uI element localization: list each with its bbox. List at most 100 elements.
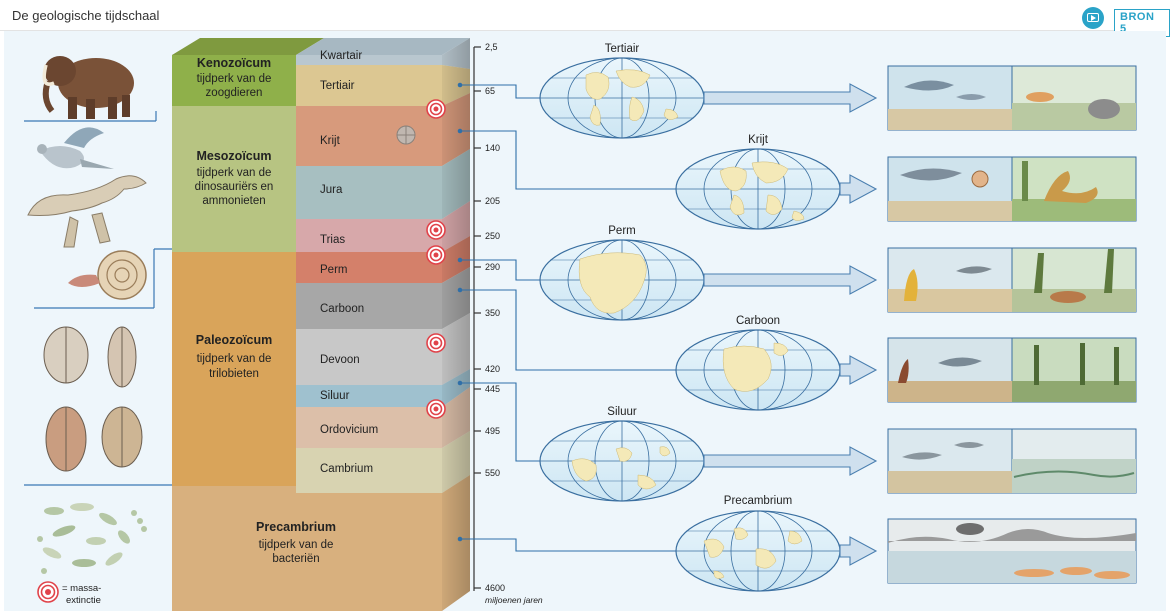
period-carboon-band	[296, 283, 442, 329]
period-label-carboon: Carboon	[320, 303, 364, 315]
extinction-icon	[426, 99, 446, 119]
era-name-paleozoicum: Paleozoïcum	[196, 333, 272, 347]
extinction-icon	[426, 333, 446, 353]
meteorite-icon	[396, 125, 416, 145]
tick-label: 350	[485, 308, 500, 318]
arrow-perm	[703, 265, 878, 295]
period-label-krijt: Krijt	[320, 135, 341, 147]
tick-label: 445	[485, 384, 500, 394]
extinction-legend: = massa- extinctie	[37, 581, 101, 606]
scene-tertiair	[887, 65, 1137, 131]
connector-precambrium	[457, 536, 676, 552]
trilobite-illustrations	[43, 326, 143, 472]
globe-siluur: Siluur	[539, 406, 705, 502]
connector-krijt	[457, 128, 676, 190]
era-desc-mesozoicum-2: dinosauriërs en	[195, 181, 274, 193]
period-siluur-band	[296, 385, 442, 407]
connector-tertiair	[457, 82, 540, 99]
era-paleozoicum-band	[172, 252, 296, 486]
scene-precambrium	[887, 518, 1137, 584]
era-desc-precambrium-1: tijdperk van de	[259, 539, 334, 551]
period-label-devoon: Devoon	[320, 354, 360, 366]
connector-carboon	[457, 287, 676, 371]
video-icon	[1087, 13, 1099, 22]
mammoth-illustration	[42, 56, 134, 119]
period-devoon-band	[296, 329, 442, 385]
time-axis-unit: miljoenen jaren	[485, 595, 543, 605]
video-button[interactable]	[1082, 7, 1104, 29]
legend-text-2: extinctie	[66, 595, 101, 606]
timescale-diagram: = massa- extinctie	[24, 38, 1137, 611]
era-desc-precambrium-2: bacteriën	[272, 553, 319, 565]
arrow-tertiair	[703, 83, 878, 113]
era-name-kenozoicum: Kenozoïcum	[197, 56, 271, 70]
period-label-ordovicium: Ordovicium	[320, 424, 378, 436]
connector-siluur	[457, 380, 540, 462]
extinction-icon	[426, 245, 446, 265]
era-desc-kenozoicum-1: tijdperk van de	[197, 73, 272, 85]
extinction-icon	[426, 220, 446, 240]
globe-perm: Perm	[539, 225, 705, 321]
period-perm-band	[296, 252, 442, 283]
arrows	[703, 83, 878, 566]
tick-label: 205	[485, 196, 500, 206]
period-cambrium-band	[296, 448, 442, 493]
tick-label: 290	[485, 262, 500, 272]
tick-label: 420	[485, 364, 500, 374]
map-label-perm: Perm	[608, 225, 635, 237]
arrow-siluur	[703, 446, 878, 476]
map-label-krijt: Krijt	[748, 134, 769, 146]
period-label-tertiair: Tertiair	[320, 80, 355, 92]
time-axis: 2,5 65 140 205 250 290 350 420 445 495 5…	[473, 42, 543, 605]
arrow-carboon	[839, 355, 878, 385]
legend-text-1: = massa-	[62, 583, 101, 594]
period-column-top	[296, 38, 470, 55]
tick-label: 495	[485, 426, 500, 436]
globe-precambrium: Precambrium	[675, 495, 841, 592]
era-desc-kenozoicum-2: zoogdieren	[206, 87, 263, 99]
era-desc-mesozoicum-1: tijdperk van de	[197, 167, 272, 179]
period-label-kwartair: Kwartair	[320, 50, 362, 62]
period-precambrium-band	[296, 493, 442, 611]
connector-lines	[457, 82, 676, 552]
period-kwartair-band	[296, 55, 442, 65]
bird-dinosaur-illustration	[37, 127, 114, 169]
period-jura-band	[296, 166, 442, 219]
tick-label: 2,5	[485, 42, 498, 52]
arrow-krijt	[839, 174, 878, 204]
animal-illustrations	[24, 56, 172, 574]
tick-label: 550	[485, 468, 500, 478]
era-precambrium-band	[172, 486, 296, 611]
period-label-jura: Jura	[320, 184, 343, 196]
scene-krijt	[887, 156, 1137, 222]
era-name-mesozoicum: Mesozoïcum	[196, 149, 271, 163]
tick-label: 65	[485, 86, 495, 96]
globe-carboon: Carboon	[675, 315, 841, 411]
period-tertiair-band	[296, 65, 442, 106]
era-kenozoicum-band	[172, 55, 296, 106]
tick-label: 250	[485, 231, 500, 241]
era-name-precambrium: Precambrium	[256, 520, 336, 534]
title-bar: De geologische tijdschaal BRON 5	[0, 0, 1170, 37]
t-rex-illustration	[27, 175, 147, 248]
connector-perm	[457, 257, 540, 281]
globe-krijt: Krijt	[675, 134, 841, 230]
period-trias-band	[296, 219, 442, 252]
era-desc-mesozoicum-3: ammonieten	[202, 195, 265, 207]
period-krijt-band	[296, 106, 442, 166]
globe-tertiair: Tertiair	[539, 43, 705, 139]
column-side-face	[442, 38, 470, 611]
era-column-top	[172, 38, 324, 55]
tick-label: 4600	[485, 583, 505, 593]
scene-siluur	[887, 428, 1137, 494]
period-label-cambrium: Cambrium	[320, 463, 373, 475]
map-label-carboon: Carboon	[736, 315, 780, 327]
extinction-icon	[37, 581, 59, 603]
map-label-siluur: Siluur	[607, 406, 637, 418]
era-desc-paleozoicum-1: tijdperk van de	[197, 353, 272, 365]
period-label-siluur: Siluur	[320, 390, 350, 402]
bacteria-illustration	[37, 503, 147, 574]
era-desc-paleozoicum-2: trilobieten	[209, 368, 259, 380]
scene-perm	[887, 247, 1137, 313]
scene-carboon	[887, 337, 1137, 403]
